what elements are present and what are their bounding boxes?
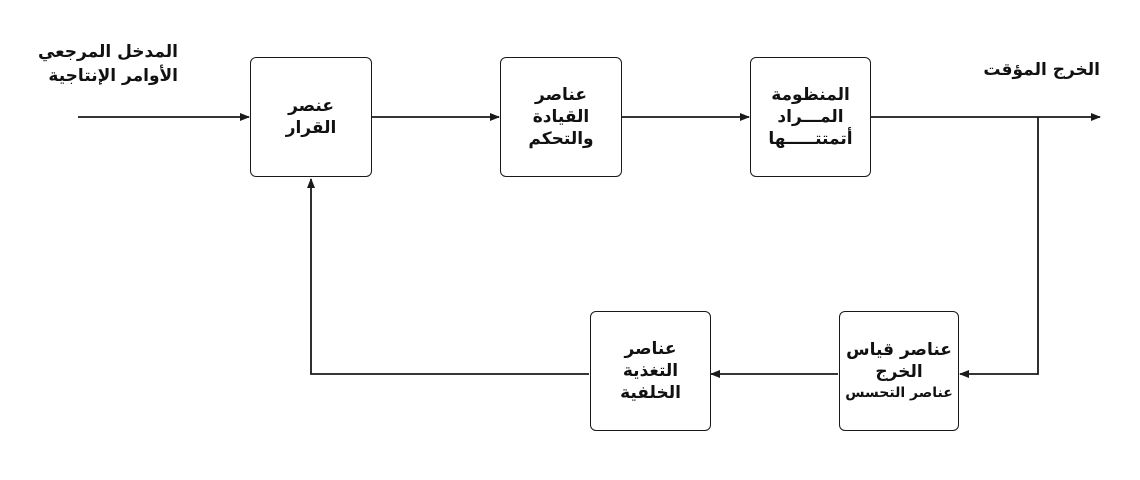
input-label: المدخل المرجعي الأوامر الإنتاجية — [28, 40, 178, 88]
control-block-line3: والتحكم — [528, 129, 594, 149]
output-to-measurement-arrow — [959, 117, 1039, 378]
feedback-block-line3: الخلفية — [620, 383, 681, 403]
plant-system-block: المنظومة المـــراد أتمتتـــــها — [750, 57, 871, 177]
input-label-line2: الأوامر الإنتاجية — [48, 66, 178, 86]
decision-element-block: عنصر القرار — [250, 57, 372, 177]
feedback-elements-block: عناصر التغذية الخلفية — [590, 311, 711, 431]
feedback-to-decision-arrow — [307, 178, 589, 375]
output-label: الخرج المؤقت — [983, 60, 1100, 80]
plant-block-line3: أتمتتـــــها — [768, 129, 853, 149]
feedback-block-line1: عناصر — [624, 339, 677, 359]
measurement-block-subtitle: عناصر التحسس — [845, 385, 953, 401]
measurement-elements-block: عناصر قياس الخرج عناصر التحسس — [839, 311, 959, 431]
measurement-block-line1: عناصر قياس — [846, 340, 952, 360]
decision-block-line2: القرار — [285, 118, 337, 138]
control-block-line2: القيادة — [532, 107, 590, 127]
decision-block-line1: عنصر — [288, 96, 334, 116]
control-block-line1: عناصر — [535, 85, 587, 105]
measurement-block-line2: الخرج — [875, 362, 923, 382]
plant-block-line2: المـــراد — [777, 107, 844, 127]
control-elements-block: عناصر القيادة والتحكم — [500, 57, 622, 177]
input-label-line1: المدخل المرجعي — [37, 42, 178, 62]
feedback-block-line2: التغذية — [622, 361, 679, 381]
plant-block-line1: المنظومة — [771, 85, 850, 105]
